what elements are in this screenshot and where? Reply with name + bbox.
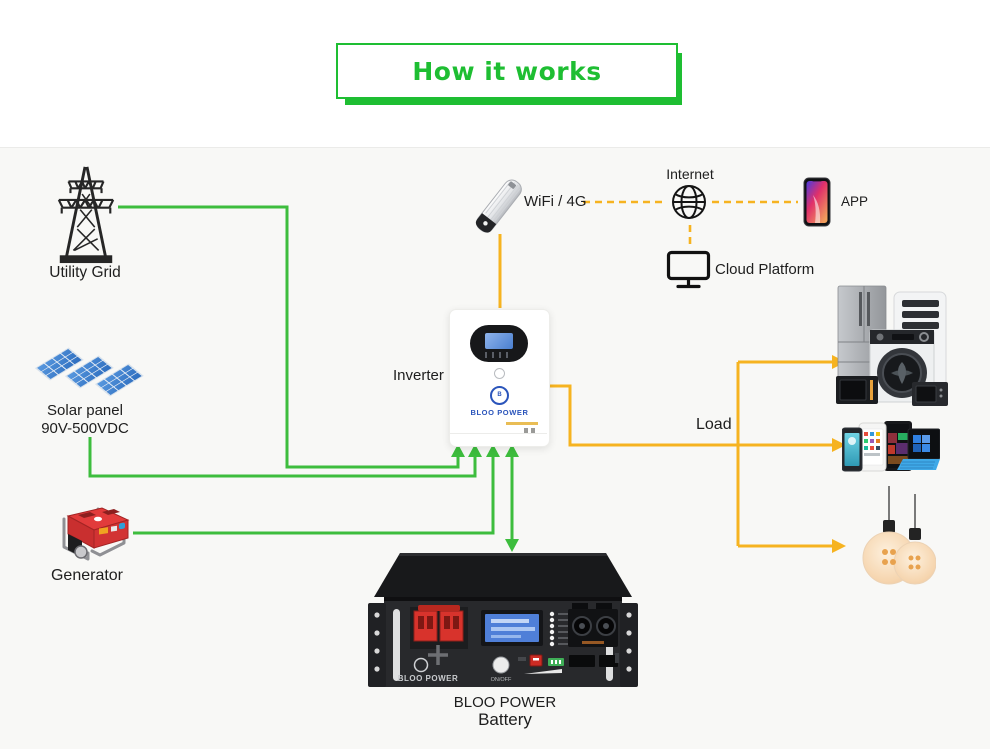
load-label: Load [696, 416, 732, 433]
inverter-sticker [506, 422, 538, 425]
inverter-display-panel [470, 325, 528, 362]
transmission-tower-icon [57, 166, 115, 264]
mobile-devices-icon [842, 421, 940, 472]
inverter-ce-marks [524, 428, 538, 433]
arrow-down-battery [505, 539, 519, 552]
wire-solar-to-inverter [88, 437, 477, 478]
generator-icon [62, 507, 130, 561]
inverter-power-button [494, 368, 505, 379]
battery-brand-text: BLOO POWER [398, 674, 459, 683]
inverter-divider [450, 433, 547, 434]
title-banner: How it works [336, 43, 678, 99]
arrow-right-bulbs [832, 539, 846, 553]
appliances-icon [836, 285, 948, 406]
inverter-device: B BLOO POWER [449, 309, 550, 447]
wire-generator-to-inverter [133, 455, 495, 535]
battery-label: Battery [478, 710, 532, 729]
arrow-up-grid [451, 444, 465, 457]
solar-panel-icon [34, 347, 144, 397]
inverter-logo-icon: B [490, 386, 509, 405]
battery-device: BLOO POWER ON/OFF [368, 553, 638, 687]
generator-label: Generator [50, 567, 124, 584]
inverter-buttons [485, 352, 513, 358]
cloud-platform-label: Cloud Platform [715, 261, 815, 278]
wifi-dongle-icon [475, 179, 522, 233]
smartphone-icon [803, 177, 831, 227]
arrow-up-generator [486, 444, 500, 457]
monitor-icon [666, 250, 711, 289]
battery-switch-label: ON/OFF [491, 677, 512, 683]
page-title: How it works [412, 56, 602, 86]
arrow-up-solar [468, 444, 482, 457]
app-label: APP [841, 194, 869, 209]
solar-panel-spec: 90V-500VDC [41, 420, 129, 437]
solar-panel-label: Solar panel [47, 402, 123, 419]
globe-icon [672, 185, 706, 219]
utility-grid-label: Utility Grid [49, 264, 121, 281]
inverter-label: Inverter [393, 367, 444, 384]
internet-label: Internet [666, 166, 714, 182]
arrow-up-battery-line [505, 444, 519, 457]
wire-inverter-to-electronics [546, 384, 833, 447]
wire-grid-to-inverter [118, 205, 460, 469]
light-bulbs-icon [862, 486, 936, 585]
battery-brand-caption: BLOO POWER [453, 694, 557, 711]
wifi-label: WiFi / 4G [524, 193, 587, 210]
inverter-brand-text: BLOO POWER [470, 408, 529, 417]
arrow-right-electronics [832, 438, 846, 452]
inverter-lcd [485, 333, 513, 349]
